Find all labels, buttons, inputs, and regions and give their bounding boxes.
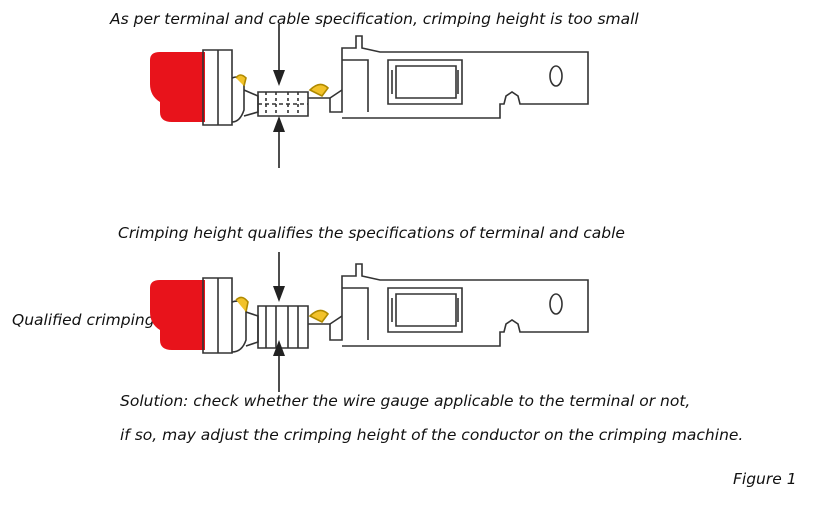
caption-qualified-spec: Crimping height qualifies the specificat… (118, 224, 625, 242)
terminal-body (308, 35, 589, 119)
insulation-red-cable (150, 52, 205, 122)
insulation-crimp (202, 49, 233, 126)
terminal-body-qualified (308, 263, 589, 347)
strands-rear-qualified (235, 296, 249, 313)
terminal-window-qualified (387, 287, 463, 333)
mounting-hole-qualified (549, 293, 563, 315)
label-qualified-crimping: Qualified crimping (12, 311, 155, 329)
strands-front (308, 83, 330, 98)
insulation-red-cable-qualified (150, 280, 205, 350)
terminal-diagram-qualified (150, 252, 589, 392)
terminal-diagram-too-small (150, 24, 589, 168)
mounting-hole (549, 65, 563, 87)
caption-too-small: As per terminal and cable specification,… (110, 10, 639, 28)
terminal-window (387, 59, 463, 105)
conductor-crimp-full (257, 305, 309, 349)
strands-rear (235, 74, 247, 87)
figure-label: Figure 1 (733, 470, 797, 488)
insulation-crimp-qualified (202, 277, 233, 354)
solution-line-2: if so, may adjust the crimping height of… (120, 426, 744, 444)
conductor-crimp-compressed (257, 91, 309, 117)
strands-front-qualified (308, 309, 330, 324)
solution-line-1: Solution: check whether the wire gauge a… (120, 392, 691, 410)
